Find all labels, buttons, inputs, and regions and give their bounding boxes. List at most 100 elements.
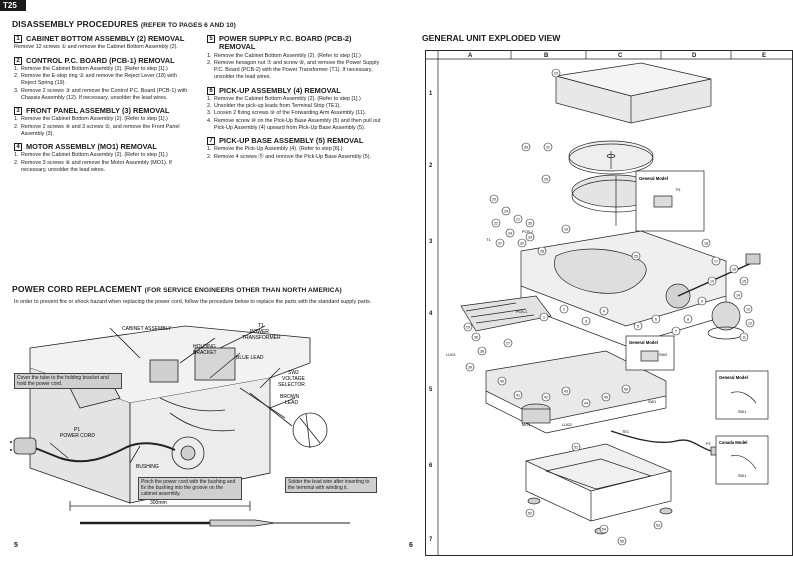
- part-callout: 45: [601, 392, 611, 402]
- section-title-text: FRONT PANEL ASSEMBLY (3) REMOVAL: [26, 106, 170, 116]
- step-number: 2.: [207, 103, 212, 110]
- part-callout-circle: [601, 392, 611, 402]
- grid-column-label: D: [692, 53, 697, 59]
- grid-row-label: 2: [429, 163, 433, 169]
- part-callout-circle: [559, 304, 569, 314]
- grid-column-label: E: [762, 53, 767, 59]
- pcb2-label: PCB-2: [522, 230, 533, 234]
- step-number: 4.: [207, 117, 212, 124]
- part-callout-number: 45: [604, 395, 608, 399]
- part-callout-number: 52: [528, 511, 532, 515]
- part-callout: 25: [631, 251, 641, 261]
- part-callout-number: 28: [540, 249, 544, 253]
- left-page: T25 DISASSEMBLY PROCEDURES (REFER TO PAG…: [0, 0, 385, 549]
- step-text: Remove the Cabinet Bottom Assembly (2). …: [21, 152, 168, 159]
- power-label: POWER: [250, 329, 269, 335]
- part-callout-number: 30: [524, 145, 528, 149]
- part-callout-circle: [739, 332, 749, 342]
- step-text: Loosen 2 fixing screws ⑨ of the Forwardi…: [214, 110, 367, 117]
- part-callout: 27: [503, 338, 513, 348]
- part-callout: 54: [599, 524, 609, 534]
- part-callout-number: 39: [468, 365, 472, 369]
- part-callout-number: 3: [585, 319, 587, 323]
- part-callout-number: 37: [498, 241, 502, 245]
- grid-column-label: C: [618, 53, 623, 59]
- part-callout-number: 12: [748, 321, 752, 325]
- procedure-step: 2.Remove 2 screws ④ and 3 screws ⑤, and …: [14, 124, 192, 138]
- step-text: Remove the E-stop ring ② and remove the …: [21, 73, 177, 87]
- step-text: Remove 2 screws ③ and remove the Control…: [21, 87, 188, 101]
- step-number: 3.: [207, 110, 212, 117]
- te1-label: TE1: [622, 430, 629, 434]
- part-callout-number: 40: [500, 379, 504, 383]
- procedure-step: 3.Remove 2 screws ③ and remove the Contr…: [14, 88, 192, 102]
- power-cord-intro: In order to prevent fire or shock hazard…: [14, 299, 372, 305]
- step-text: Remove the Cabinet Bottom Assembly (2). …: [21, 116, 168, 123]
- section-number-box: 4: [14, 143, 22, 152]
- part-callout-number: 6: [655, 317, 657, 321]
- part-callout-circle: [497, 376, 507, 386]
- part-callout-number: 27: [506, 341, 510, 345]
- exploded-view-drawing: 2330312625202422213534333732281918171615…: [426, 51, 792, 555]
- step-number: 1.: [207, 52, 212, 59]
- part-callout: 34: [505, 228, 515, 238]
- section-number-box: 2: [14, 56, 22, 65]
- inset-general-model-2: General Model: [629, 340, 658, 345]
- part-callout: 50: [621, 384, 631, 394]
- part-callout: 36: [471, 332, 481, 342]
- part-callout-number: 22: [494, 221, 498, 225]
- part-callout: 42: [541, 392, 551, 402]
- part-callout-number: 9: [701, 299, 703, 303]
- part-callout: 43: [561, 386, 571, 396]
- part-callout: 10: [707, 276, 717, 286]
- part-callout-number: 16: [732, 267, 736, 271]
- part-callout-number: 14: [736, 293, 740, 297]
- part-callout-number: 54: [602, 527, 606, 531]
- part-callout-circle: [697, 296, 707, 306]
- mo1-label: MO1: [522, 423, 530, 427]
- part-callout-number: 50: [624, 387, 628, 391]
- power-cord-subtitle: (FOR SERVICE ENGINEERS OTHER THAN NORTH …: [144, 287, 342, 294]
- brown-label: BROWN: [280, 394, 300, 400]
- page-number-left: 5: [14, 542, 18, 549]
- t1-label: T1: [258, 323, 264, 329]
- part-callout: 14: [733, 290, 743, 300]
- part-callout: 39: [465, 362, 475, 372]
- part-callout-number: 11: [742, 335, 746, 339]
- part-callout-number: 20: [492, 197, 496, 201]
- section-number-box: 5: [207, 35, 215, 43]
- part-callout: 6: [651, 314, 661, 324]
- inset-canada-model: Canada Model: [719, 440, 747, 445]
- part-callout-circle: [543, 142, 553, 152]
- part-callout-circle: [561, 386, 571, 396]
- part-callout: 37: [495, 238, 505, 248]
- part-callout-circle: [489, 194, 499, 204]
- part-callout-number: 43: [564, 389, 568, 393]
- procedure-step: 1.Remove the Cabinet Bottom Assembly (2)…: [14, 152, 192, 159]
- part-callout-circle: [525, 218, 535, 228]
- sw1-label-2: SW1: [738, 474, 746, 478]
- part-callout-circle: [671, 326, 681, 336]
- part-callout-circle: [739, 276, 749, 286]
- part-callout-number: 5: [637, 324, 639, 328]
- part-callout: 28: [537, 246, 547, 256]
- step-number: 1.: [207, 96, 212, 103]
- step-number: 2.: [14, 73, 19, 80]
- part-callout-circle: [539, 312, 549, 322]
- procedure-step: 2.Remove 3 screws ⑥ and remove the Motor…: [14, 160, 192, 174]
- part-callout: 30: [521, 142, 531, 152]
- part-callout: 44: [581, 398, 591, 408]
- step-text: Unsolder the pick-up leads from Terminal…: [214, 103, 341, 110]
- step-number: 1.: [207, 146, 212, 153]
- power-cord-drawing: CABINET ASSEMBLY T1 POWER TRANSFORMER HO…: [10, 323, 350, 527]
